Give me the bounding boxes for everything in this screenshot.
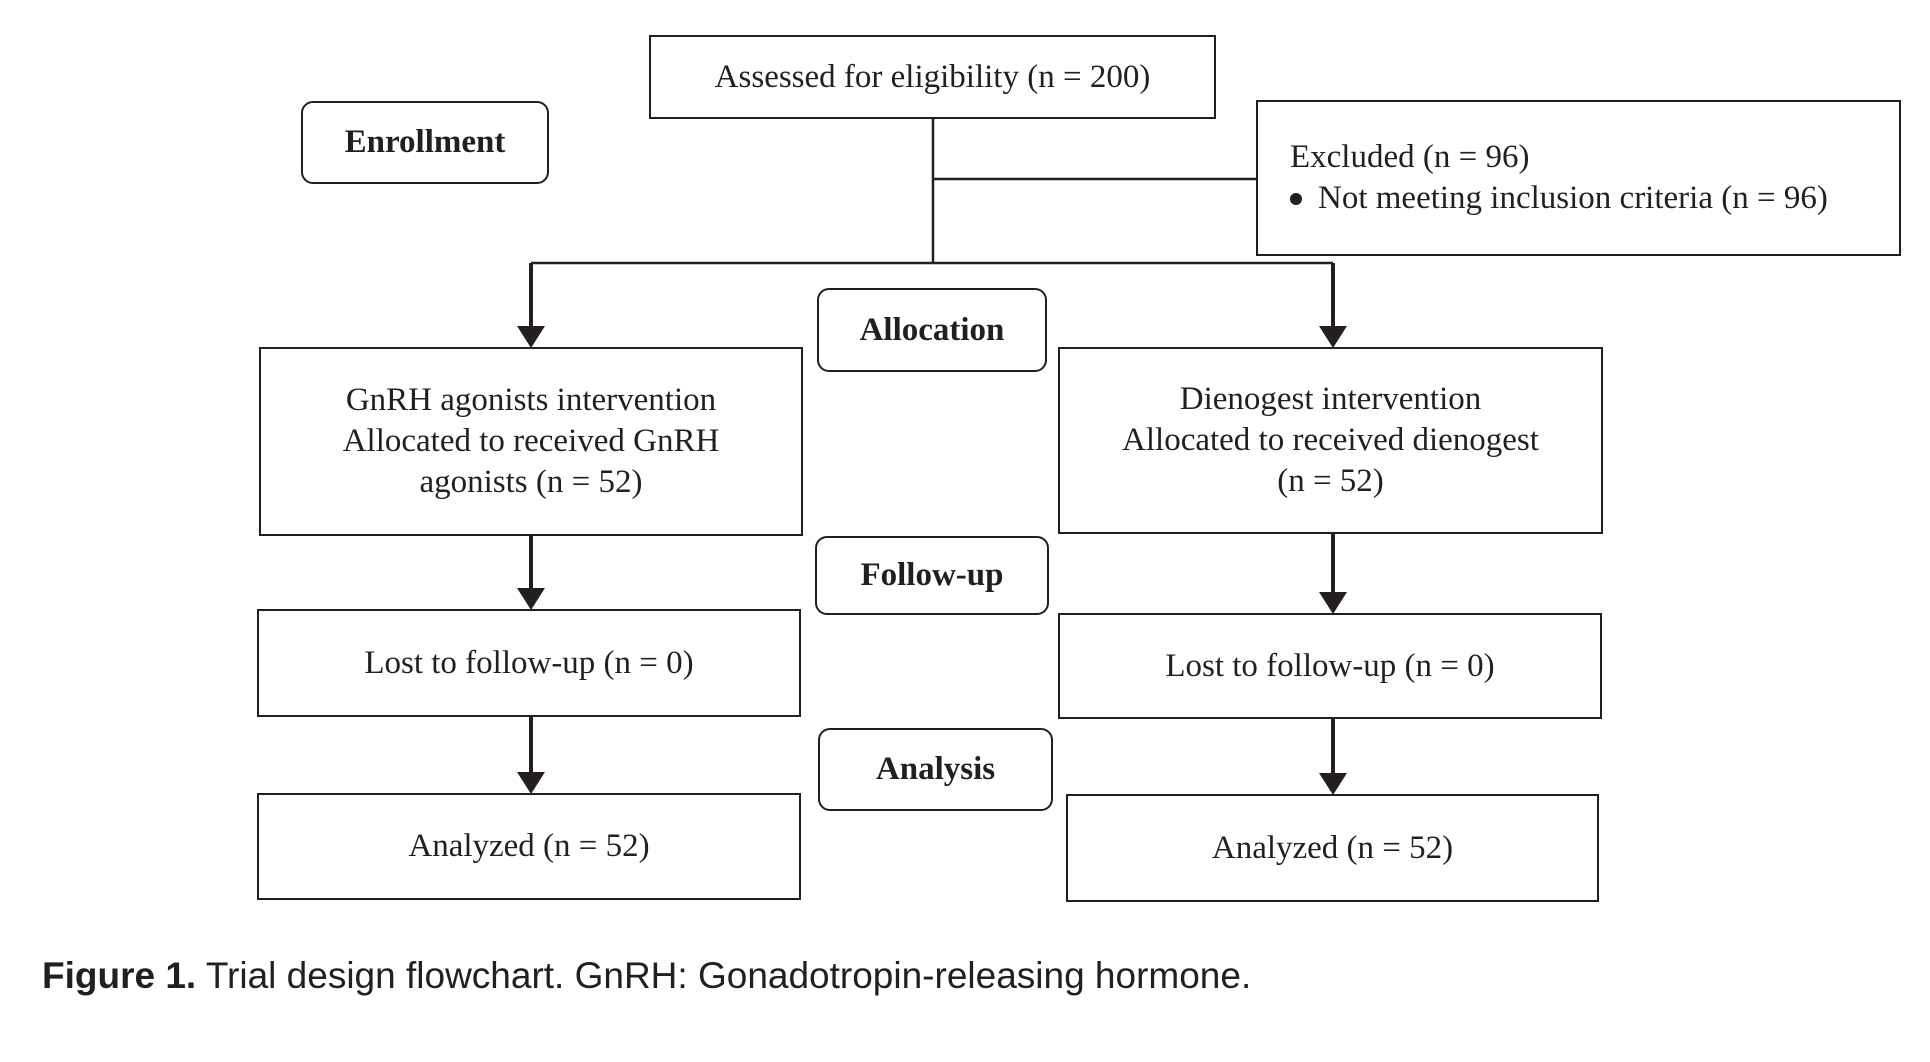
excluded-box: Excluded (n = 96) Not meeting inclusion …	[1256, 100, 1901, 256]
followup-stage-label: Follow-up	[815, 536, 1049, 615]
bullet-icon	[1290, 192, 1302, 205]
excluded-reason: Not meeting inclusion criteria (n = 96)	[1318, 180, 1828, 216]
left-followup-arrowhead	[517, 588, 545, 610]
assessed-text: Assessed for eligibility (n = 200)	[714, 58, 1151, 95]
left-analysis-arrowhead	[517, 772, 545, 794]
right-allocation-line-3: (n = 52)	[1277, 463, 1384, 499]
right-analysis-arrowhead	[1319, 773, 1347, 795]
right-allocation-line-1: Dienogest intervention	[1179, 381, 1482, 417]
figure-number: Figure 1.	[42, 955, 197, 996]
excluded-reason-row: Not meeting inclusion criteria (n = 96)	[1290, 178, 1828, 219]
figure-caption-text: Trial design flowchart. GnRH: Gonadotrop…	[205, 955, 1252, 996]
left-allocation-box: GnRH agonists intervention Allocated to …	[259, 347, 803, 536]
left-lost-followup-box: Lost to follow-up (n = 0)	[257, 609, 801, 717]
enrollment-stage-label: Enrollment	[301, 101, 549, 184]
left-allocation-line-1: GnRH agonists intervention	[345, 382, 717, 418]
left-analyzed-text: Analyzed (n = 52)	[408, 828, 650, 864]
right-allocation-box: Dienogest intervention Allocated to rece…	[1058, 347, 1603, 534]
assessed-box: Assessed for eligibility (n = 200)	[649, 35, 1216, 119]
analysis-stage-label: Analysis	[818, 728, 1053, 811]
left-allocation-line-2: Allocated to received GnRH	[342, 423, 720, 459]
allocation-stage-label: Allocation	[817, 288, 1047, 372]
left-lost-followup-text: Lost to follow-up (n = 0)	[364, 644, 694, 681]
left-allocation-arrowhead	[517, 326, 545, 348]
excluded-title: Excluded (n = 96)	[1290, 139, 1530, 175]
figure-caption: Figure 1. Trial design flowchart. GnRH: …	[42, 955, 1251, 997]
right-lost-followup-text: Lost to follow-up (n = 0)	[1165, 647, 1495, 684]
right-lost-followup-box: Lost to follow-up (n = 0)	[1058, 613, 1602, 719]
right-allocation-arrowhead	[1319, 326, 1347, 348]
left-allocation-line-3: agonists (n = 52)	[419, 464, 643, 500]
left-analyzed-box: Analyzed (n = 52)	[257, 793, 801, 900]
right-analyzed-text: Analyzed (n = 52)	[1211, 829, 1454, 866]
right-followup-arrowhead	[1319, 592, 1347, 614]
right-allocation-line-2: Allocated to received dienogest	[1122, 422, 1539, 458]
right-analyzed-box: Analyzed (n = 52)	[1066, 794, 1599, 902]
